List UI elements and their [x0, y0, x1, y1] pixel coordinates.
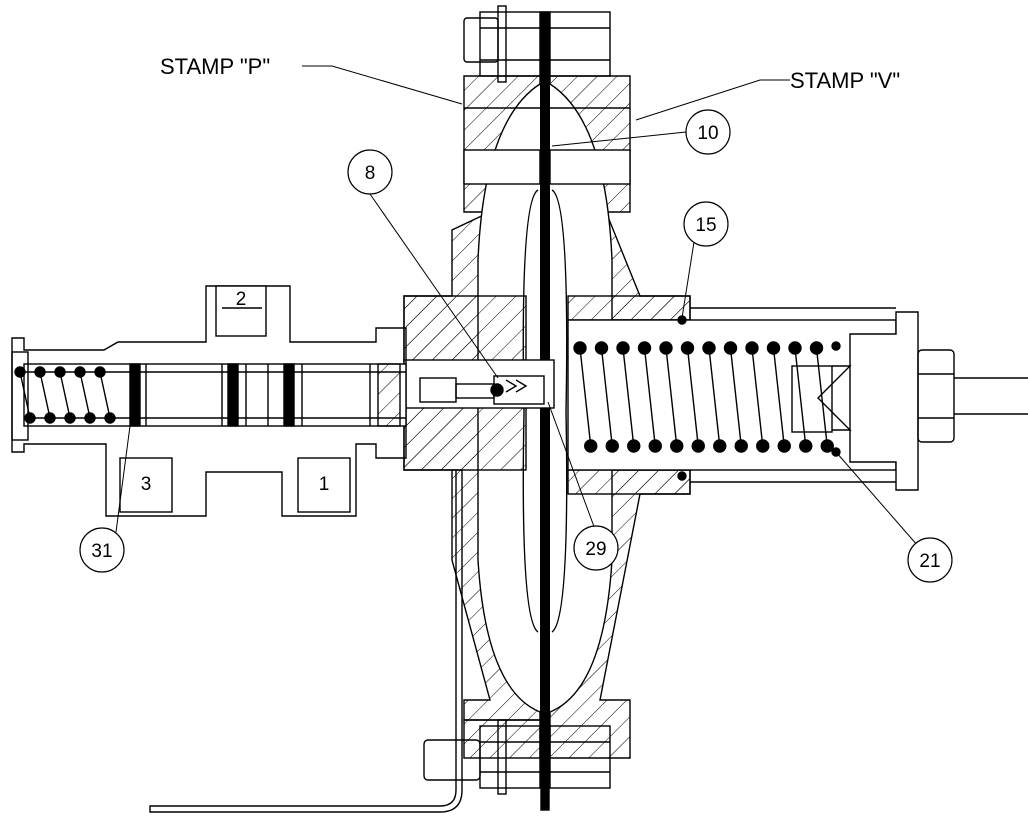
leader-lines — [115, 65, 919, 547]
callout-21: 21 — [919, 551, 940, 572]
callout-15: 15 — [695, 215, 716, 236]
stamp-p-label: STAMP "P" — [160, 54, 270, 79]
callout-21-circle — [907, 537, 953, 583]
top-bolt — [463, 5, 611, 83]
pilot-spring — [14, 366, 116, 424]
callout-31-circle — [79, 527, 125, 573]
port-2-label: 2 — [236, 289, 247, 310]
callout-8-circle — [347, 149, 393, 195]
callout-8: 8 — [365, 163, 376, 184]
callout-10-circle — [685, 109, 731, 155]
port-1-label: 1 — [319, 474, 330, 495]
callout-15-circle — [683, 201, 729, 247]
callout-29-circle — [573, 525, 619, 571]
center-block — [403, 295, 555, 471]
pilot-valve-body — [11, 285, 407, 517]
callout-31: 31 — [91, 541, 112, 562]
main-spring — [573, 341, 834, 453]
callout-29: 29 — [585, 539, 606, 560]
stamp-v-label: STAMP "V" — [790, 68, 900, 93]
mounting-bracket — [149, 469, 463, 813]
port-3-label: 3 — [141, 474, 152, 495]
spring-barrel — [567, 307, 1028, 491]
bottom-bolt — [423, 719, 611, 795]
callout-10: 10 — [697, 123, 718, 144]
